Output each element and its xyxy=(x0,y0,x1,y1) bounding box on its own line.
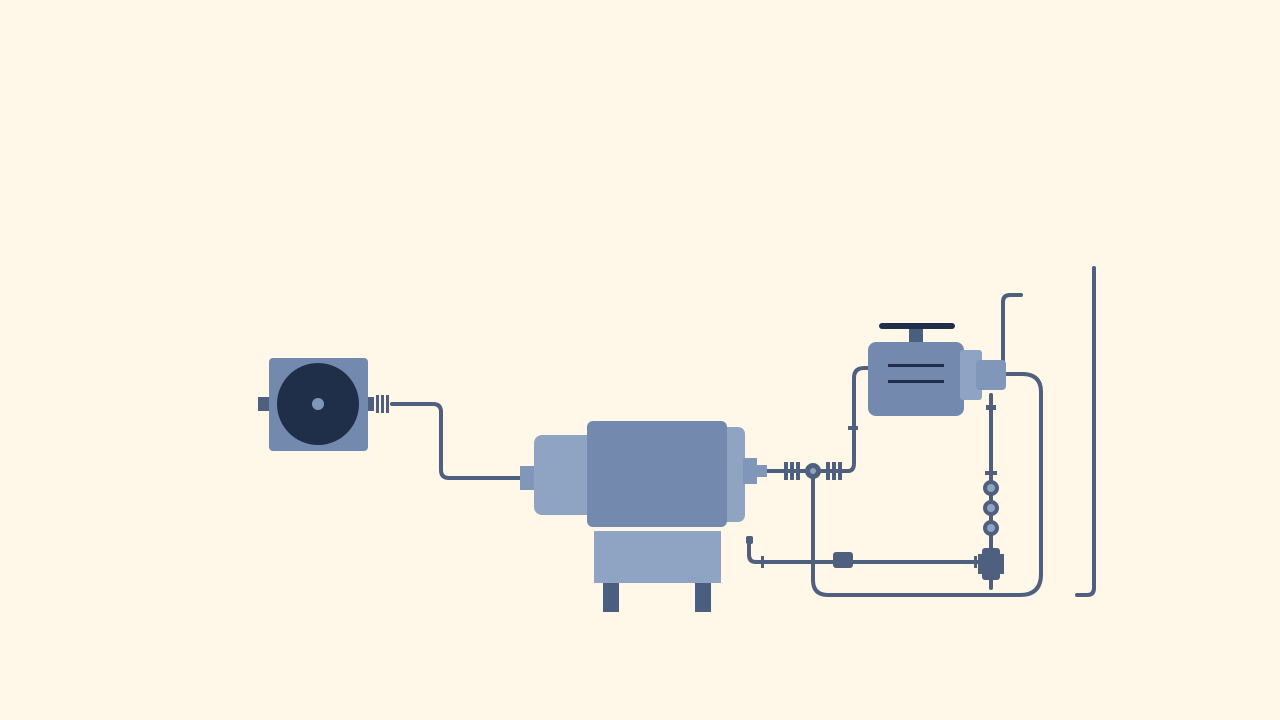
outlet-coupling-1 xyxy=(784,462,788,480)
drive-coupling xyxy=(368,395,389,413)
pump-outlet-nozzle xyxy=(743,458,757,484)
pipe-return-line xyxy=(747,538,988,564)
aux-motor-slot-1 xyxy=(888,364,944,367)
pipe-lower-loop xyxy=(811,372,1043,597)
pipe-top-outlet xyxy=(1001,293,1023,362)
aux-motor-handle-bar xyxy=(879,323,955,329)
inline-valve xyxy=(784,426,858,480)
pump-left-cap xyxy=(534,435,596,515)
check-valve-icon xyxy=(983,480,999,496)
pump-outlet-neck xyxy=(755,465,767,477)
check-valve-icon xyxy=(983,520,999,536)
pump-base xyxy=(594,531,721,583)
aux-motor-fitting xyxy=(986,405,996,410)
outlet-coupling-2 xyxy=(826,462,830,480)
standpipe xyxy=(1075,266,1096,597)
pump-foot-right xyxy=(695,583,711,612)
main-pump xyxy=(520,421,767,612)
auxiliary-motor xyxy=(868,323,1006,416)
return-line-valve xyxy=(833,552,853,568)
drive-motor-shaft-stub xyxy=(258,397,272,411)
pump-foot-left xyxy=(603,583,619,612)
bottom-coupling xyxy=(978,548,1004,580)
pump-inlet-nozzle xyxy=(520,466,538,490)
return-line-stop-2 xyxy=(974,556,977,568)
aux-motor-icon xyxy=(868,342,964,416)
riser-fitting xyxy=(848,426,858,430)
aux-motor-outlet xyxy=(976,360,1006,390)
pipe-riser-aux xyxy=(846,366,872,473)
aux-motor-slot-2 xyxy=(888,380,944,383)
pipe-drive-to-pump xyxy=(390,402,529,480)
check-valves xyxy=(978,471,1004,580)
return-line-fittings xyxy=(746,536,977,568)
check-valve-fitting-top xyxy=(985,471,997,475)
drive-motor xyxy=(258,358,389,451)
aux-motor-handle-post xyxy=(909,329,923,343)
return-line-stop xyxy=(761,556,764,568)
disc-motor-hub xyxy=(312,398,324,410)
return-line-cap xyxy=(746,536,753,544)
check-valve-icon xyxy=(983,500,999,516)
pump-housing-icon xyxy=(587,421,727,527)
